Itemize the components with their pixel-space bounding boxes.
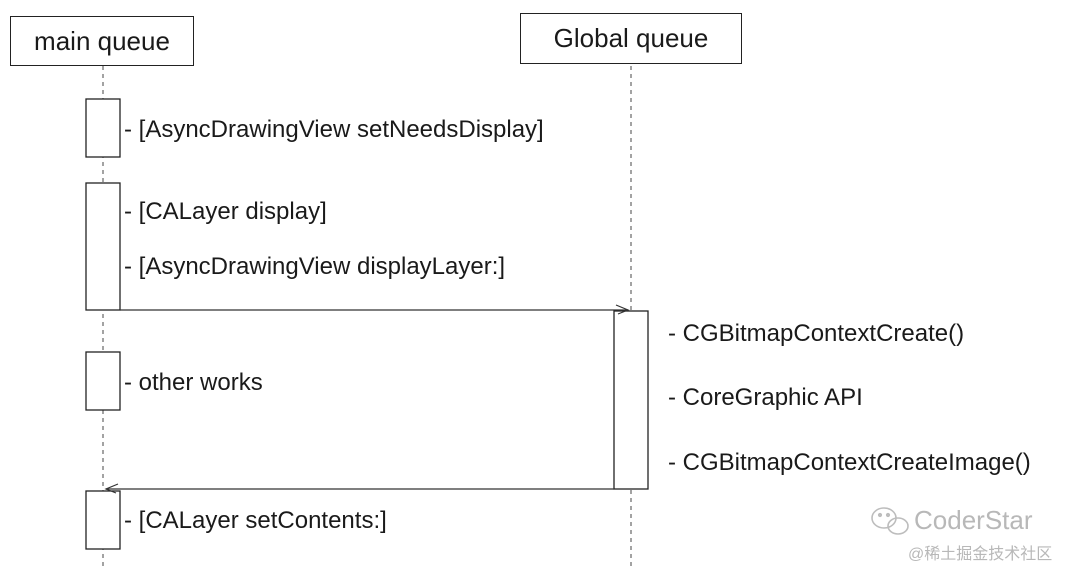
- call-bitmapcontextcreate-label: - CGBitmapContextCreate(): [668, 320, 965, 347]
- call-setneedsdisplay-label: - [AsyncDrawingView setNeedsDisplay]: [124, 116, 544, 143]
- watermark-sub: @稀土掘金技术社区: [908, 546, 1053, 563]
- call-other-works-label: - other works: [124, 369, 263, 396]
- call-coregraphic-api-label: - CoreGraphic API: [668, 384, 863, 411]
- activation-setneedsdisplay: [85, 98, 121, 158]
- dispatch-arrowhead: [615, 304, 630, 315]
- participant-global-queue: Global queue: [520, 13, 742, 64]
- watermark-logo-icon: [871, 507, 909, 535]
- watermark-brand: CoderStar: [914, 505, 1033, 535]
- call-displaylayer-label: - [AsyncDrawingView displayLayer:]: [124, 253, 506, 280]
- participant-main-queue: main queue: [10, 16, 194, 66]
- activation-setcontents: [85, 490, 121, 550]
- activation-global-draw: [613, 310, 649, 490]
- activation-display: [85, 182, 121, 311]
- call-bitmapcontextcreateimage-label: - CGBitmapContextCreateImage(): [668, 449, 1031, 476]
- return-arrowhead: [104, 483, 119, 494]
- call-calayer-display-label: - [CALayer display]: [124, 198, 327, 225]
- activation-other-works: [85, 351, 121, 411]
- call-setcontents-label: - [CALayer setContents:]: [124, 507, 387, 534]
